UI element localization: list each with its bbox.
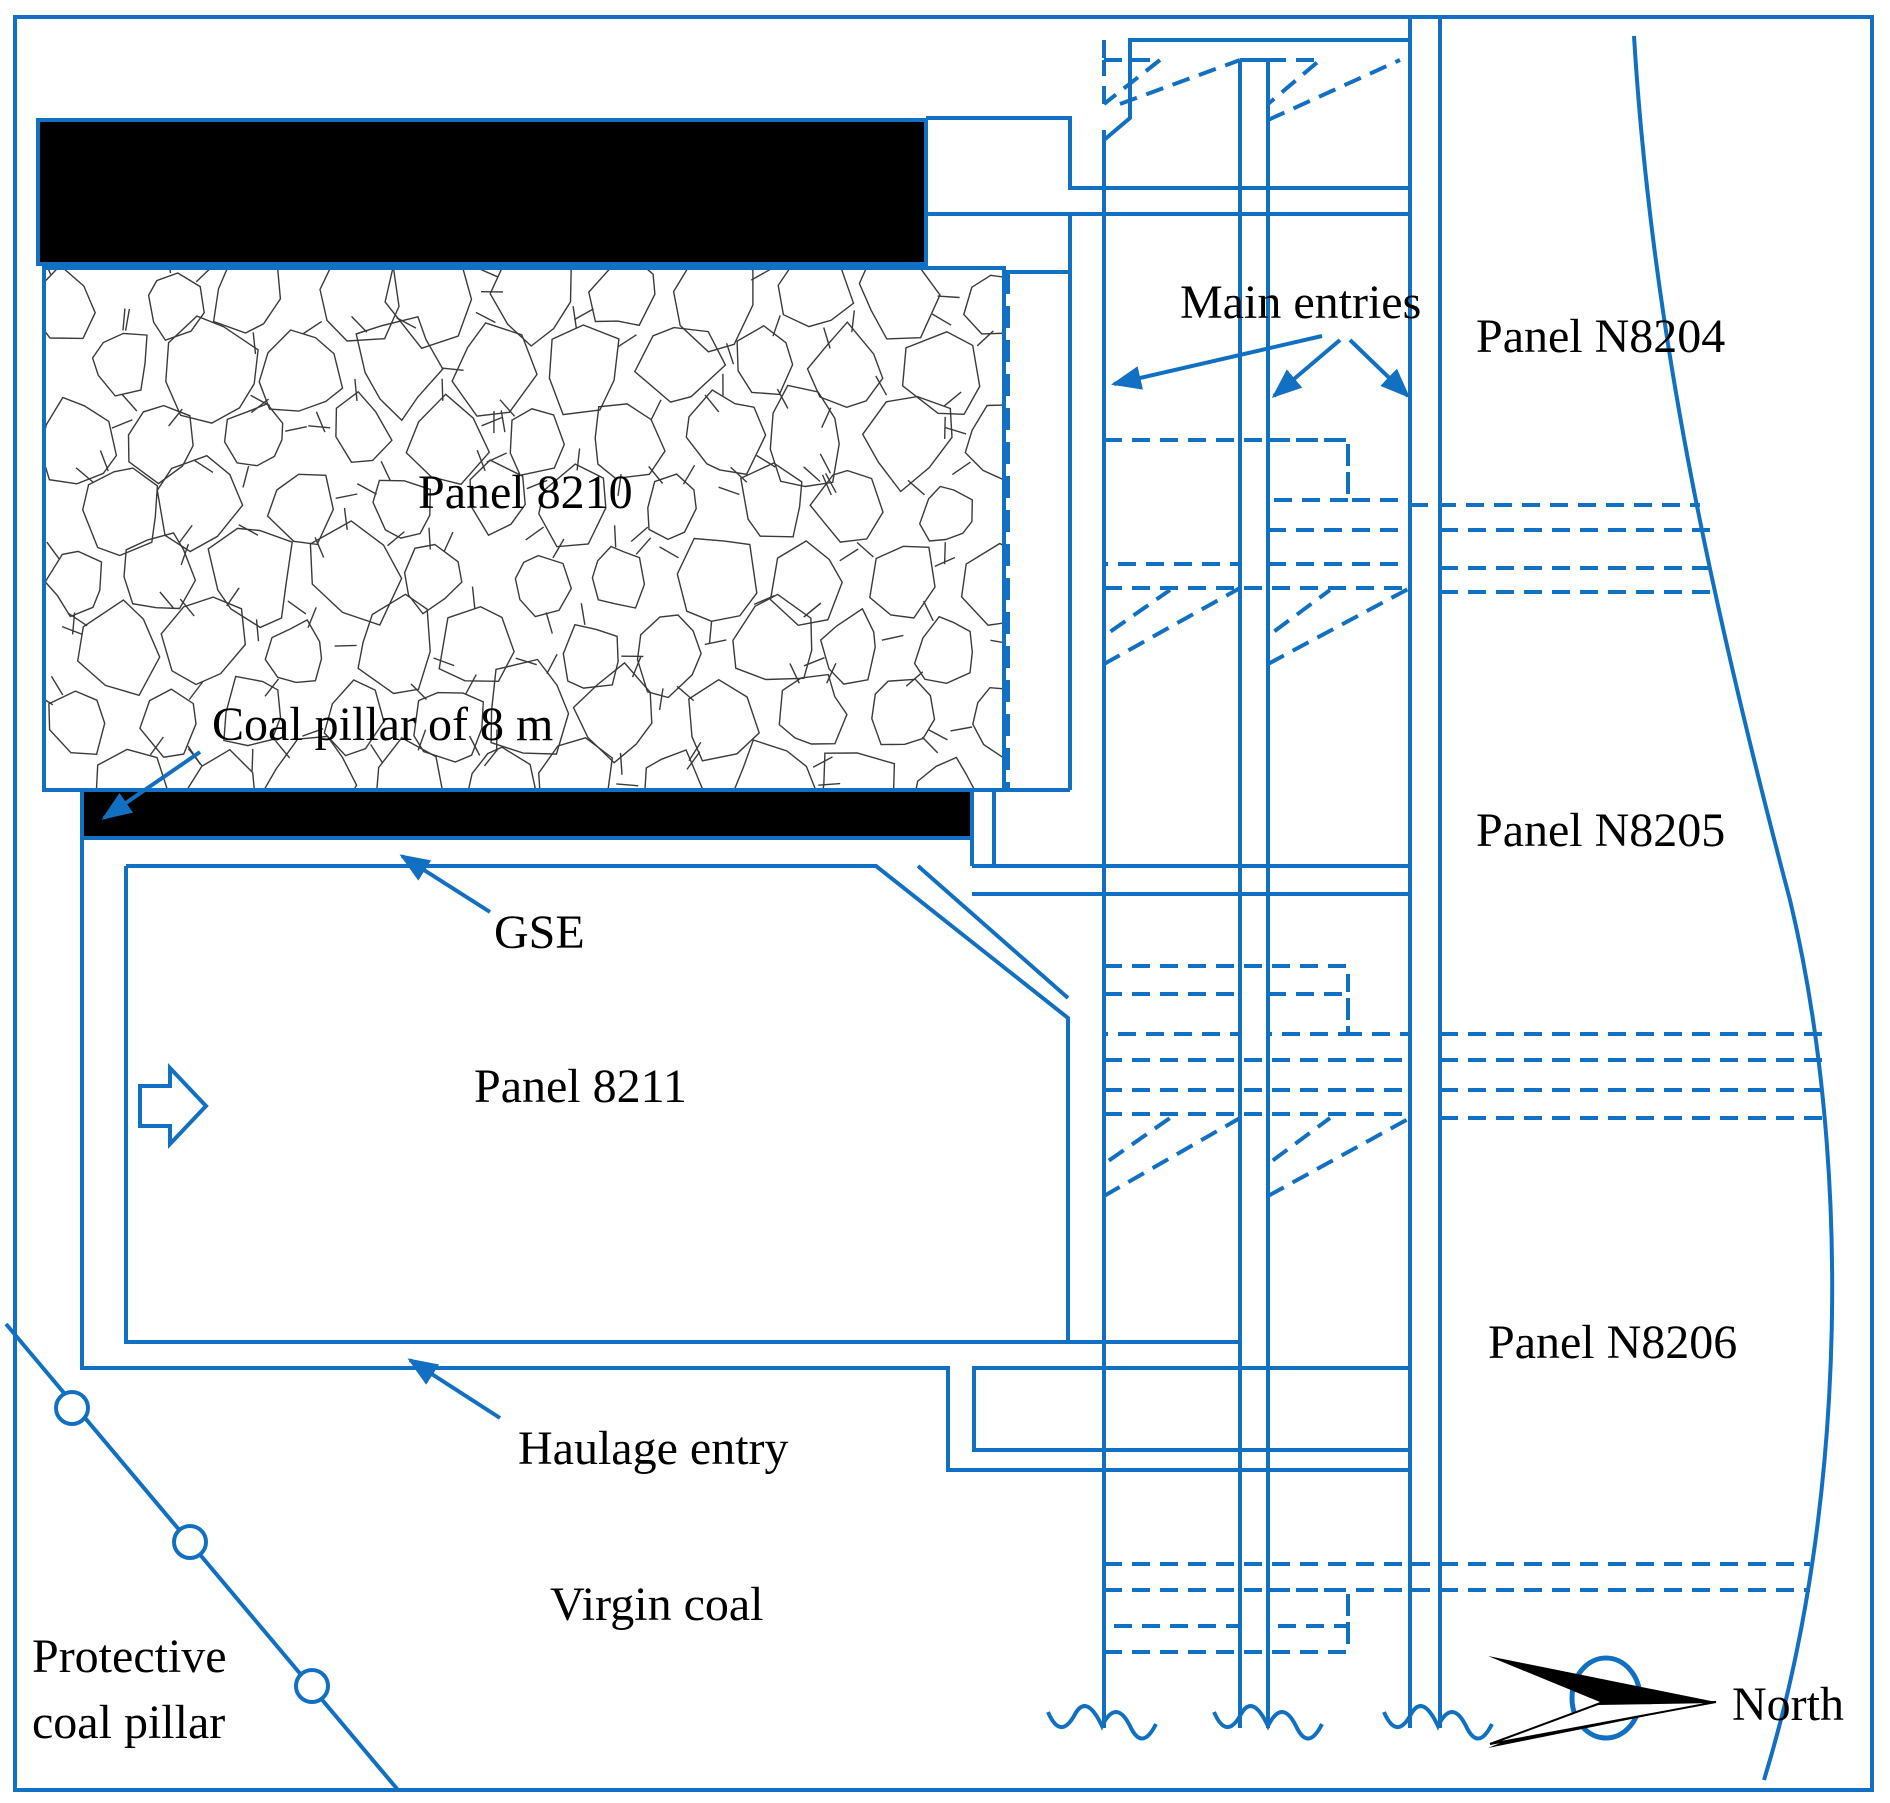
outer-frame <box>13 15 1874 1792</box>
virgin-coal-label: Virgin coal <box>550 1578 764 1631</box>
main-entries <box>1046 18 1494 1741</box>
protective-coal-pillar-line <box>4 1322 400 1792</box>
panel-8210-label: Panel 8210 <box>418 466 633 519</box>
north-label: North <box>1732 1678 1844 1731</box>
protective-label-line1: Protective <box>32 1630 227 1683</box>
panel-n8206-label: Panel N8206 <box>1488 1316 1737 1369</box>
circle-marker-icon <box>54 1390 90 1426</box>
boundary-curve <box>1632 35 1835 1781</box>
circle-marker-icon <box>294 1668 330 1704</box>
protective-label-line2: coal pillar <box>32 1696 225 1749</box>
dashed-crosscuts <box>1102 40 1830 1728</box>
panel-8210-gob <box>42 266 1070 792</box>
panel-n8205-label: Panel N8205 <box>1476 804 1725 857</box>
coal-pillar-8m <box>80 788 974 840</box>
main-entries-label: Main entries <box>1180 276 1421 329</box>
leader-arrows <box>101 334 1411 1420</box>
coal-pillar-label: Coal pillar of 8 m <box>212 698 553 751</box>
panel-8211-label: Panel 8211 <box>474 1060 687 1113</box>
gob-texture <box>44 268 1004 790</box>
labels: Panel 8210 Panel 8211 Panel N8204 Panel … <box>32 276 1844 1749</box>
hollow-right-arrow-icon <box>138 1062 209 1150</box>
gse-label: GSE <box>494 906 585 959</box>
north-arrow-icon <box>1488 1655 1717 1748</box>
circle-marker-icon <box>172 1524 208 1560</box>
mined-strip-top <box>36 118 928 266</box>
panel-n8204-label: Panel N8204 <box>1476 310 1725 363</box>
haulage-entry-label: Haulage entry <box>518 1422 789 1475</box>
panel-8211 <box>80 790 1412 1472</box>
